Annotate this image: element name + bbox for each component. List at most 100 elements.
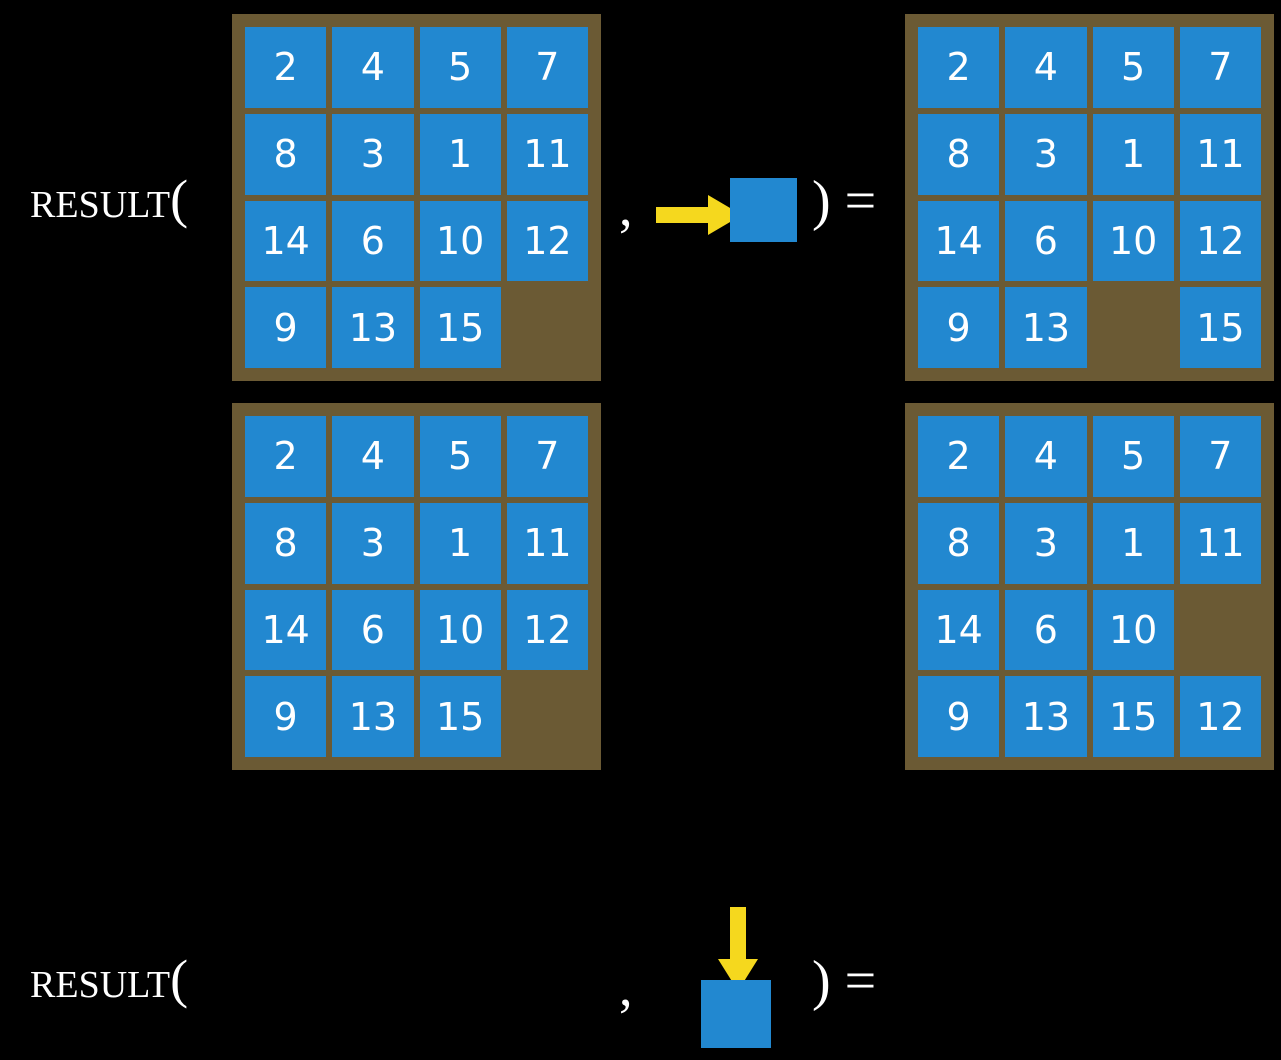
puzzle-tile[interactable]: 15 xyxy=(1092,676,1174,757)
puzzle-tile[interactable]: 5 xyxy=(1092,27,1174,108)
puzzle-tile[interactable]: 8 xyxy=(918,502,1000,584)
puzzle-tile[interactable]: 13 xyxy=(1005,287,1087,368)
puzzle-tile[interactable]: 8 xyxy=(245,502,327,584)
tile-number: 11 xyxy=(506,502,588,584)
tile-number: 4 xyxy=(1005,416,1087,497)
puzzle-tile[interactable]: 6 xyxy=(1005,589,1087,671)
puzzle-tile[interactable]: 12 xyxy=(1179,676,1261,757)
tile-number: 10 xyxy=(419,589,501,671)
puzzle-tile[interactable]: 2 xyxy=(918,27,1000,108)
puzzle-tile[interactable]: 15 xyxy=(1179,287,1261,368)
puzzle-tile[interactable]: 12 xyxy=(506,589,588,671)
tile-number: 8 xyxy=(245,502,327,584)
tile-number: 9 xyxy=(918,287,1000,368)
puzzle-tile[interactable]: 11 xyxy=(506,502,588,584)
tile-number: 9 xyxy=(245,676,327,757)
puzzle-tile[interactable]: 3 xyxy=(1005,502,1087,584)
puzzle-tile[interactable]: 5 xyxy=(1092,416,1174,497)
puzzle-tile[interactable]: 2 xyxy=(245,416,327,497)
tile-number: 13 xyxy=(1005,676,1087,757)
puzzle-tile[interactable]: 11 xyxy=(506,113,588,195)
tile-number: 4 xyxy=(332,27,414,108)
puzzle-tile[interactable]: 9 xyxy=(245,676,327,757)
tile-number: 8 xyxy=(918,113,1000,195)
puzzle-tile[interactable]: 1 xyxy=(1092,113,1174,195)
tile-number: 15 xyxy=(419,287,501,368)
tile-number: 2 xyxy=(918,27,1000,108)
tile-number: 1 xyxy=(419,502,501,584)
tile-number: 6 xyxy=(332,200,414,282)
puzzle-tile[interactable]: 9 xyxy=(918,676,1000,757)
puzzle-tile[interactable]: 7 xyxy=(506,416,588,497)
puzzle-tile[interactable]: 5 xyxy=(419,27,501,108)
puzzle-tile[interactable]: 7 xyxy=(1179,416,1261,497)
puzzle-tile[interactable]: 2 xyxy=(918,416,1000,497)
puzzle-tile[interactable]: 15 xyxy=(419,287,501,368)
tile-number: 10 xyxy=(1092,589,1174,671)
puzzle-tile[interactable]: 7 xyxy=(1179,27,1261,108)
puzzle-tile[interactable]: 8 xyxy=(918,113,1000,195)
tile-number: 1 xyxy=(419,113,501,195)
puzzle-tile[interactable]: 9 xyxy=(918,287,1000,368)
puzzle-tile[interactable]: 4 xyxy=(1005,27,1087,108)
puzzle-tile[interactable]: 4 xyxy=(332,416,414,497)
puzzle-tile[interactable]: 3 xyxy=(1005,113,1087,195)
puzzle-tile[interactable]: 3 xyxy=(332,502,414,584)
result-function-label-row-2: Result( xyxy=(30,949,189,1009)
tile-number: 6 xyxy=(332,589,414,671)
tile-number: 5 xyxy=(1092,27,1174,108)
tile-number: 4 xyxy=(332,416,414,497)
puzzle-tile[interactable]: 4 xyxy=(332,27,414,108)
tile-number: 3 xyxy=(332,113,414,195)
tile-number: 12 xyxy=(506,589,588,671)
tile-number: 14 xyxy=(918,200,1000,282)
puzzle-tile[interactable]: 1 xyxy=(419,113,501,195)
move-argument-row-2 xyxy=(690,895,790,1060)
puzzle-tile[interactable]: 14 xyxy=(245,589,327,671)
puzzle-tile[interactable]: 13 xyxy=(332,287,414,368)
puzzle-tile[interactable]: 1 xyxy=(419,502,501,584)
puzzle-tile[interactable]: 13 xyxy=(332,676,414,757)
tile-number: 1 xyxy=(1092,113,1174,195)
puzzle-tile[interactable]: 2 xyxy=(245,27,327,108)
puzzle-tile[interactable]: 12 xyxy=(1179,200,1261,282)
tile-number: 7 xyxy=(1179,27,1261,108)
puzzle-tile[interactable]: 7 xyxy=(506,27,588,108)
puzzle-tile[interactable]: 10 xyxy=(1092,589,1174,671)
puzzle-tile[interactable]: 5 xyxy=(419,416,501,497)
tile-number: 5 xyxy=(419,416,501,497)
puzzle-tile[interactable]: 6 xyxy=(1005,200,1087,282)
puzzle-tile[interactable]: 1 xyxy=(1092,502,1174,584)
puzzle-tile[interactable]: 11 xyxy=(1179,502,1261,584)
tile-number: 10 xyxy=(419,200,501,282)
tile-number: 2 xyxy=(245,27,327,108)
puzzle-tile[interactable]: 15 xyxy=(419,676,501,757)
puzzle-tile[interactable]: 10 xyxy=(419,200,501,282)
puzzle-tile[interactable]: 11 xyxy=(1179,113,1261,195)
puzzle-tile[interactable]: 6 xyxy=(332,589,414,671)
puzzle-tile[interactable]: 3 xyxy=(332,113,414,195)
tile-number: 5 xyxy=(1092,416,1174,497)
puzzle-tile[interactable]: 10 xyxy=(1092,200,1174,282)
puzzle-tile[interactable]: 10 xyxy=(419,589,501,671)
puzzle-tile[interactable]: 12 xyxy=(506,200,588,282)
puzzle-tile[interactable]: 14 xyxy=(918,589,1000,671)
puzzle-tile[interactable]: 13 xyxy=(1005,676,1087,757)
puzzle-tile[interactable]: 4 xyxy=(1005,416,1087,497)
tile-number: 7 xyxy=(506,416,588,497)
puzzle-tile[interactable]: 6 xyxy=(332,200,414,282)
puzzle-tile[interactable]: 8 xyxy=(245,113,327,195)
tile-number: 4 xyxy=(1005,27,1087,108)
puzzle-tile[interactable]: 9 xyxy=(245,287,327,368)
empty-slot xyxy=(1180,590,1261,671)
puzzle-tile[interactable]: 14 xyxy=(918,200,1000,282)
result-function-label-row-1: Result( xyxy=(30,169,189,229)
puzzle-tile[interactable]: 14 xyxy=(245,200,327,282)
tile-number: 13 xyxy=(332,676,414,757)
tile-number: 3 xyxy=(1005,113,1087,195)
